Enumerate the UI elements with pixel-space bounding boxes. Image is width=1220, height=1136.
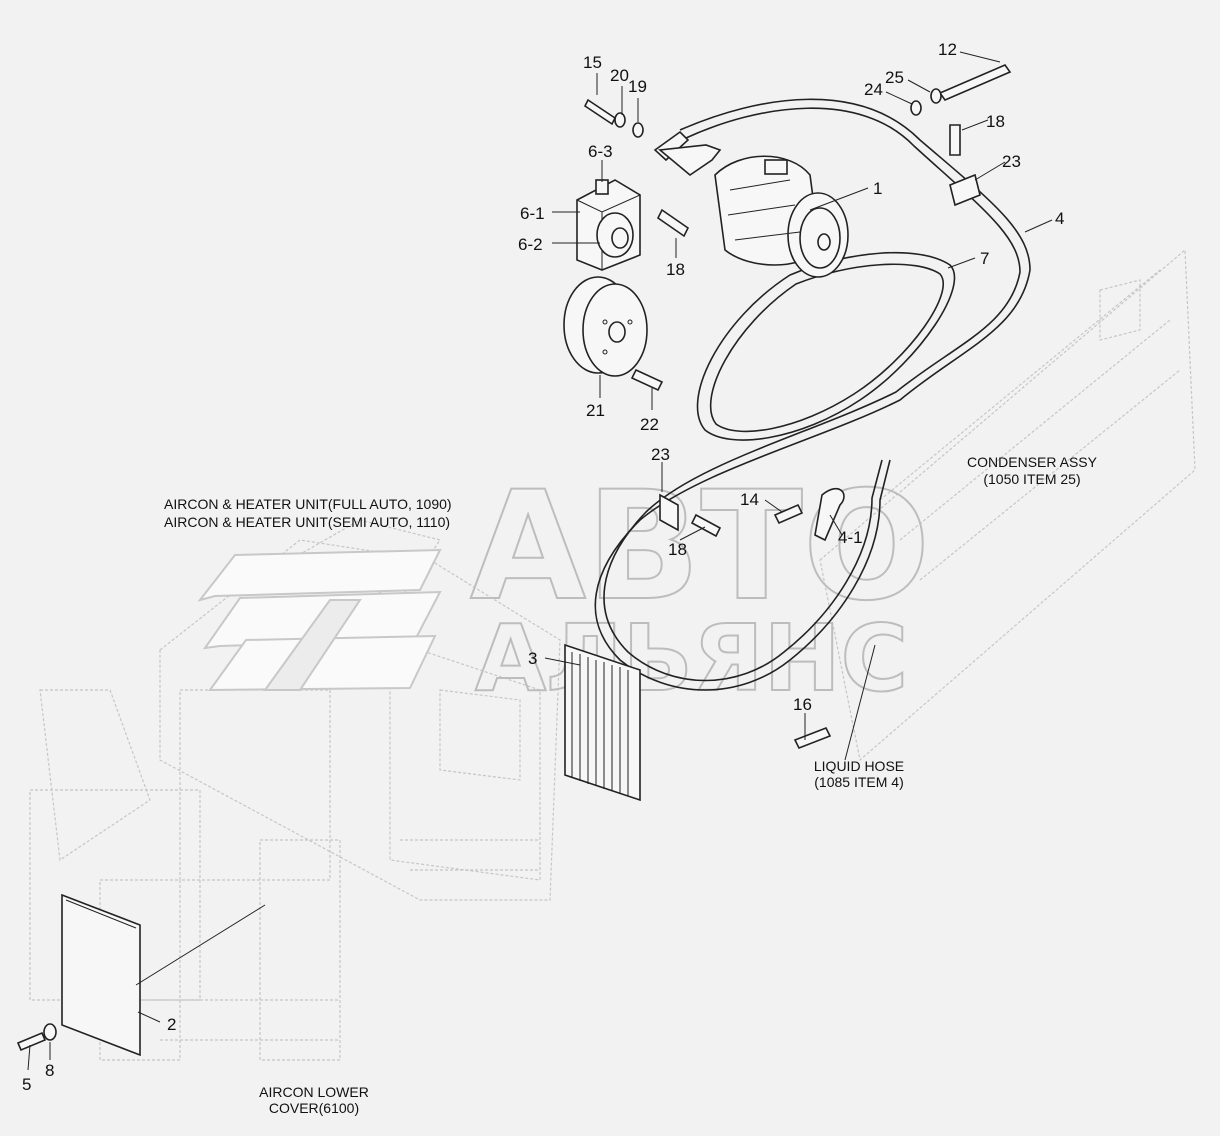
- note-lower-cover-line2: COVER(6100): [269, 1100, 359, 1116]
- note-condenser-line2: (1050 ITEM 25): [983, 471, 1080, 487]
- callout-8: 8: [45, 1061, 54, 1080]
- callout-22: 22: [640, 415, 659, 434]
- callout-18-low: 18: [668, 540, 687, 559]
- callout-20: 20: [610, 66, 629, 85]
- callout-5: 5: [22, 1075, 31, 1094]
- aircon-compressor: [714, 155, 849, 278]
- callout-1: 1: [873, 179, 882, 198]
- callout-18-mid: 18: [666, 260, 685, 279]
- callout-23-top: 23: [1002, 152, 1021, 171]
- callout-19: 19: [628, 77, 647, 96]
- callout-6-1: 6-1: [520, 204, 545, 223]
- idler-bracket-assembly: [576, 179, 641, 271]
- callout-24: 24: [864, 80, 883, 99]
- crank-pulley: [563, 276, 648, 377]
- callout-4: 4: [1055, 209, 1064, 228]
- callout-12: 12: [938, 40, 957, 59]
- callout-3: 3: [528, 649, 537, 668]
- callout-2: 2: [167, 1015, 176, 1034]
- v-belt-7: [696, 251, 956, 441]
- note-liquid-hose-line1: LIQUID HOSE: [814, 758, 904, 774]
- note-aircon-full-auto: AIRCON & HEATER UNIT(FULL AUTO, 1090): [164, 496, 452, 512]
- note-aircon-semi-auto: AIRCON & HEATER UNIT(SEMI AUTO, 1110): [164, 514, 450, 530]
- callout-6-3: 6-3: [588, 142, 613, 161]
- note-condenser-line1: CONDENSER ASSY: [967, 454, 1098, 470]
- note-liquid-hose-line2: (1085 ITEM 4): [814, 774, 903, 790]
- cabin-air-filter: [564, 643, 641, 802]
- watermark-line1: АВТО: [470, 460, 930, 634]
- callout-6-2: 6-2: [518, 235, 543, 254]
- fasteners: [16, 64, 1012, 1052]
- callout-25: 25: [885, 68, 904, 87]
- note-lower-cover-line1: AIRCON LOWER: [259, 1084, 369, 1100]
- callout-18-top: 18: [986, 112, 1005, 131]
- watermark-logo: [197, 548, 442, 692]
- callout-7: 7: [980, 249, 989, 268]
- callout-23-low: 23: [651, 445, 670, 464]
- callout-4-1: 4-1: [838, 528, 863, 547]
- discharge-hose-4: [594, 98, 1031, 691]
- aircon-lower-cover: [61, 893, 141, 1057]
- leader-lines: [27, 51, 1053, 1071]
- callout-21: 21: [586, 401, 605, 420]
- callout-16: 16: [793, 695, 812, 714]
- callout-15: 15: [583, 53, 602, 72]
- callout-14: 14: [740, 490, 759, 509]
- background-equipment-ghost: [29, 248, 1196, 1061]
- watermark-line2: АЛЬЯНС: [475, 605, 908, 712]
